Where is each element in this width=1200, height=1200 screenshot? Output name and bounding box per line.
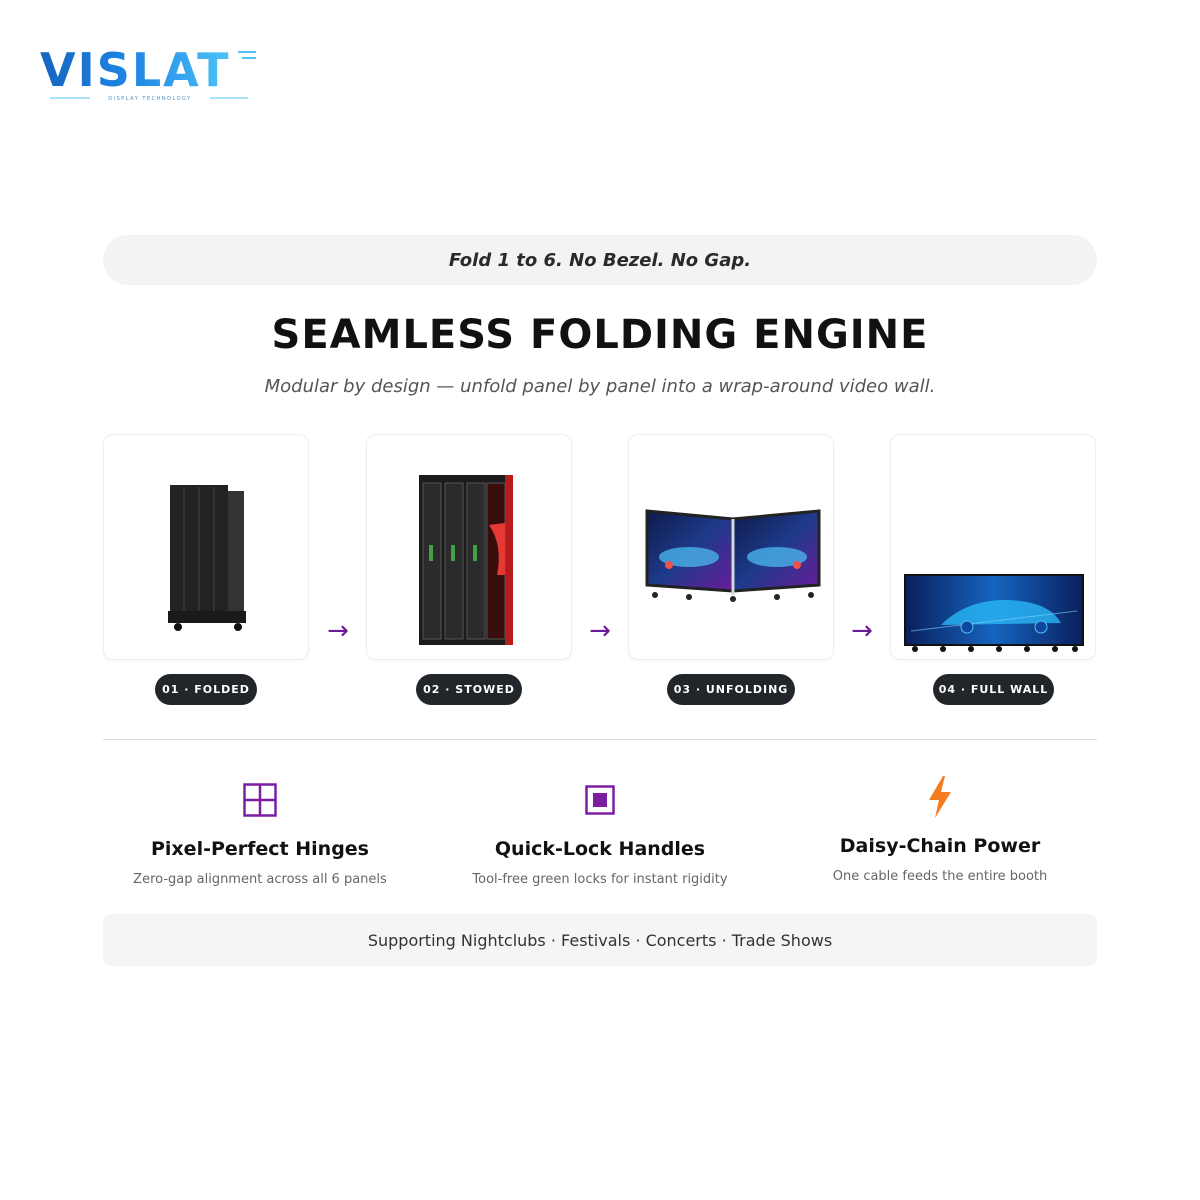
feature-quick-lock-handles: Quick-Lock Handles Tool-free green locks… xyxy=(440,776,760,887)
section-divider xyxy=(103,739,1097,740)
tagline-pill: Fold 1 to 6. No Bezel. No Gap. xyxy=(103,235,1097,285)
brand-subtitle: DISPLAY TECHNOLOGY xyxy=(108,96,191,102)
feature-description: Tool-free green locks for instant rigidi… xyxy=(472,872,728,887)
lightning-icon xyxy=(780,773,1100,821)
unfolding-wall-image xyxy=(645,509,821,602)
step-label-folded: 01 · FOLDED xyxy=(155,674,257,705)
brand-logo: VISLAT DISPLAY TECHNOLOGY xyxy=(40,42,260,104)
feature-title: Daisy-Chain Power xyxy=(839,835,1041,857)
use-cases-bar: Supporting Nightclubs · Festivals · Conc… xyxy=(103,914,1097,966)
grid-icon xyxy=(100,776,420,824)
step-arrow-3: → xyxy=(851,616,873,646)
vislat-logo-graphic: VISLAT DISPLAY TECHNOLOGY xyxy=(40,43,256,102)
page-title: SEAMLESS FOLDING ENGINE xyxy=(271,312,929,358)
step-label-full-wall: 04 · FULL WALL xyxy=(933,674,1054,705)
feature-title: Pixel-Perfect Hinges xyxy=(150,838,369,860)
feature-pixel-perfect-hinges: Pixel-Perfect Hinges Zero-gap alignment … xyxy=(100,776,420,887)
step-arrow-2: → xyxy=(589,616,611,646)
step-label-unfolding: 03 · UNFOLDING xyxy=(667,674,795,705)
feature-description: One cable feeds the entire booth xyxy=(832,869,1048,884)
full-wall-image xyxy=(904,574,1084,652)
step-card-stowed xyxy=(366,434,572,660)
feature-title: Quick-Lock Handles xyxy=(494,838,706,860)
brand-name: VISLAT xyxy=(40,43,231,97)
step-arrow-1: → xyxy=(327,616,349,646)
step-card-unfolding xyxy=(628,434,834,660)
step-card-full-wall xyxy=(890,434,1096,660)
lock-square-icon xyxy=(440,776,760,824)
feature-daisy-chain-power: Daisy-Chain Power One cable feeds the en… xyxy=(780,773,1100,884)
feature-description: Zero-gap alignment across all 6 panels xyxy=(133,872,387,887)
stowed-panels-image xyxy=(419,475,513,645)
step-card-folded xyxy=(103,434,309,660)
step-label-stowed: 02 · STOWED xyxy=(416,674,522,705)
folded-cabinet-image xyxy=(168,485,246,631)
page-subtitle: Modular by design — unfold panel by pane… xyxy=(264,376,936,397)
